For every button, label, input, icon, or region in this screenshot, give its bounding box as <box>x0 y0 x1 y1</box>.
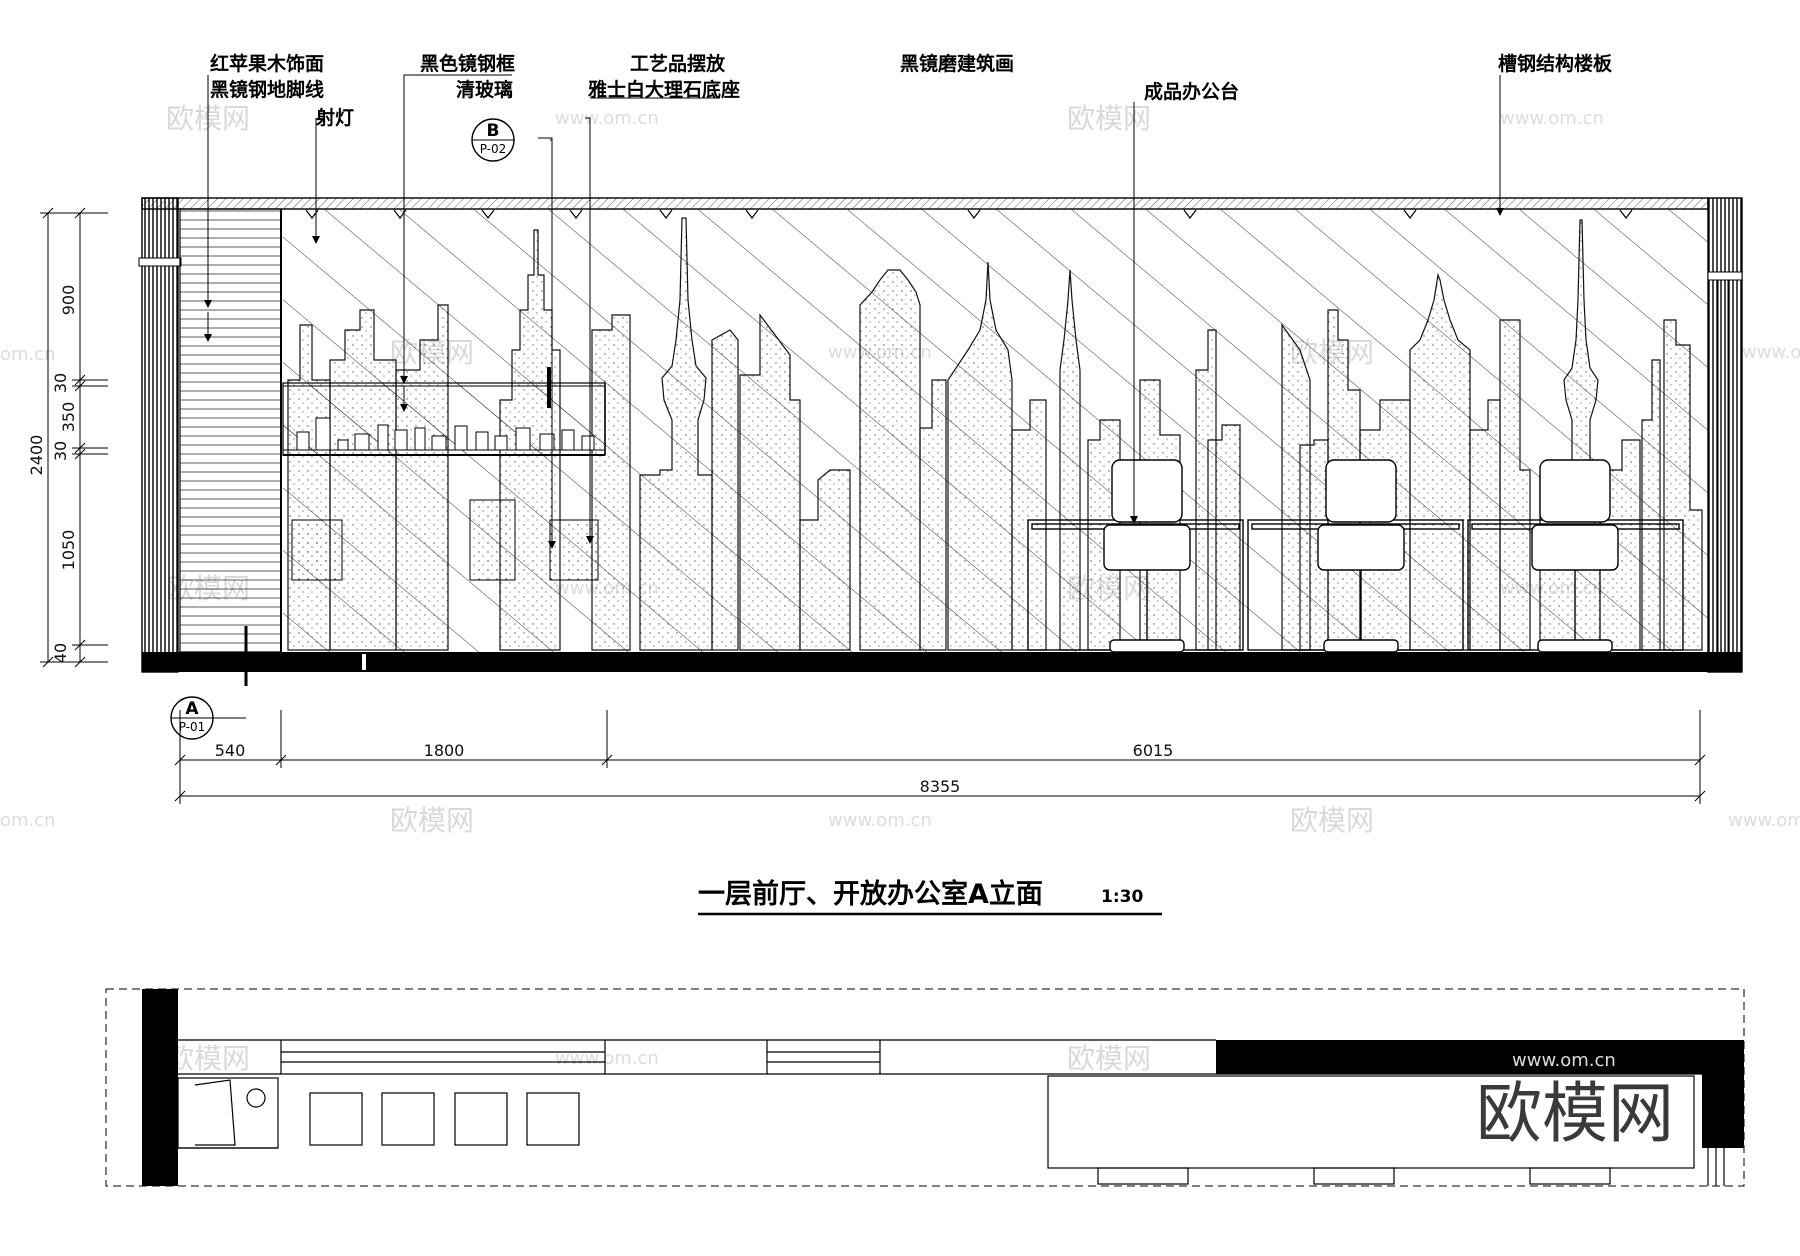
horizontal-dimension-labels: 540 1800 6015 8355 <box>215 741 1174 796</box>
label-spotlight: 射灯 <box>315 106 354 129</box>
watermark-brand: 欧模网 <box>390 804 474 837</box>
dim-height: 1050 <box>59 530 78 571</box>
dim-height: 900 <box>59 285 78 316</box>
office-chair <box>1531 459 1619 653</box>
watermark-brand: 欧模网 <box>1290 804 1374 837</box>
watermark-url: om.cn <box>0 810 56 831</box>
elevation <box>138 74 1743 686</box>
label-mirror-painting: 黑镜磨建筑画 <box>900 52 1014 75</box>
label-steel-frame: 黑色镜钢框 <box>420 52 515 75</box>
watermark-brand: 欧模网 <box>166 1042 250 1075</box>
watermark-url: om.cn <box>0 344 56 365</box>
dim-height: 30 <box>51 373 70 393</box>
dim-height: 40 <box>51 643 70 663</box>
section-tag-b-sheet: P-02 <box>480 142 507 156</box>
vertical-dimension-labels: 2400 900 30 350 30 1050 40 <box>27 285 78 663</box>
label-baseboard: 黑镜钢地脚线 <box>210 78 324 101</box>
label-marble-base: 雅士白大理石底座 <box>588 78 740 101</box>
watermark-brand: 欧模网 <box>1067 102 1151 135</box>
drawing-title: 一层前厅、开放办公室A立面 1:30 <box>698 878 1162 916</box>
office-chair <box>1317 459 1405 653</box>
watermark-url: www.om.cn <box>555 108 659 129</box>
ceiling-slab <box>141 197 1709 210</box>
dim-total-width: 8355 <box>920 777 961 796</box>
annotation-labels: 红苹果木饰面 黑镜钢地脚线 射灯 黑色镜钢框 清玻璃 工艺品摆放 雅士白大理石底… <box>210 52 1613 129</box>
title-text: 一层前厅、开放办公室A立面 <box>698 878 1043 910</box>
vertical-dimensions <box>40 207 108 668</box>
dim-height: 30 <box>51 441 70 461</box>
wood-veneer-panel <box>179 208 282 653</box>
display-shelf <box>282 367 606 581</box>
floor-slab <box>142 652 1742 672</box>
label-veneer: 红苹果木饰面 <box>210 52 324 75</box>
right-wall-section <box>1707 197 1743 673</box>
dim-width: 1800 <box>424 741 465 760</box>
label-steel-slab: 槽钢结构楼板 <box>1498 52 1613 75</box>
section-tag-b-letter: B <box>487 121 500 141</box>
dim-width: 540 <box>215 741 246 760</box>
label-artwork: 工艺品摆放 <box>630 52 726 75</box>
watermark-brand: 欧模网 <box>1067 1042 1151 1075</box>
label-desk: 成品办公台 <box>1144 80 1239 103</box>
dim-total-height: 2400 <box>27 435 46 476</box>
section-tag-b: B P-02 <box>471 118 515 162</box>
section-tag-a: A P-01 <box>170 696 246 740</box>
label-clear-glass: 清玻璃 <box>456 78 513 101</box>
watermark-url: www.om.cn <box>1728 810 1800 831</box>
leader-arrows <box>204 208 1504 549</box>
watermark-brand-large: 欧模网 <box>1476 1075 1674 1152</box>
plan-view <box>105 988 1745 1187</box>
section-tag-a-letter: A <box>185 699 199 719</box>
watermark-url-large: www.om.cn <box>1512 1050 1616 1071</box>
watermark-url: www.om.cn <box>1500 108 1604 129</box>
office-desks <box>1027 459 1684 653</box>
dim-height: 350 <box>59 402 78 433</box>
left-wall-section <box>141 197 179 673</box>
horizontal-dimensions <box>174 710 1706 804</box>
section-tag-a-sheet: P-01 <box>179 720 206 734</box>
dim-width: 6015 <box>1133 741 1174 760</box>
leader-lines <box>207 74 1501 545</box>
title-scale: 1:30 <box>1101 887 1143 907</box>
watermark-url: www.om.cn <box>828 810 932 831</box>
watermark-url: www.om.cn <box>1742 342 1800 363</box>
watermark-url: www.om.cn <box>555 1048 659 1069</box>
office-chair <box>1103 459 1191 653</box>
